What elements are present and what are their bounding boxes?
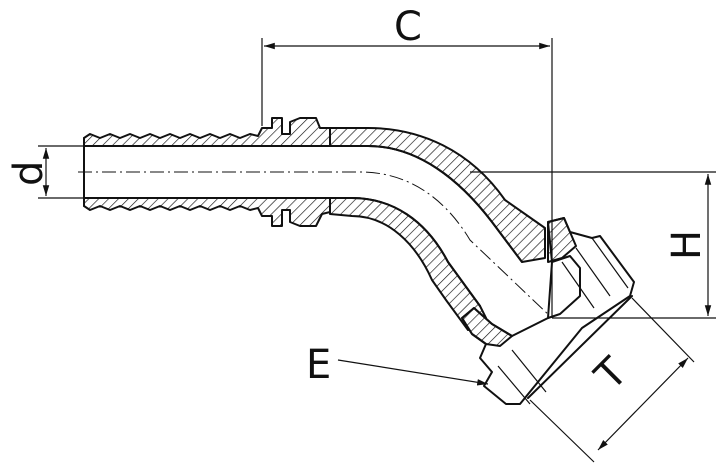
dimension-h: H bbox=[470, 171, 716, 319]
dim-d-label: d bbox=[6, 161, 52, 186]
callout-e-label: E bbox=[306, 342, 331, 388]
bore-centerline bbox=[78, 171, 553, 319]
dim-t-ext-top bbox=[631, 297, 695, 363]
nut-hatch-upper bbox=[547, 217, 577, 263]
dim-t-line bbox=[597, 357, 689, 451]
elbow-bore-lower bbox=[83, 197, 481, 307]
nut-face bbox=[527, 295, 633, 399]
swivel-nut bbox=[461, 217, 635, 405]
hose-tail bbox=[83, 117, 331, 227]
dim-c-label: C bbox=[394, 4, 422, 50]
nut-hatch-lower bbox=[461, 307, 513, 347]
dim-t-ext-bottom bbox=[529, 399, 595, 463]
dim-h-label: H bbox=[664, 230, 710, 260]
dim-t-label: T bbox=[586, 349, 637, 400]
dimension-c: C bbox=[261, 4, 553, 318]
elbow-bore-upper bbox=[83, 145, 523, 263]
elbow-inner-wall bbox=[329, 197, 487, 331]
elbow-body bbox=[78, 127, 553, 331]
callout-e: E bbox=[306, 342, 489, 388]
elbow-outer-wall bbox=[329, 127, 546, 263]
nut-hex-flats bbox=[497, 237, 629, 405]
hose-tail-upper-wall bbox=[83, 117, 331, 147]
dimension-d: d bbox=[6, 145, 84, 199]
hose-tail-lower-wall bbox=[83, 197, 331, 227]
callout-e-leader bbox=[337, 359, 489, 386]
nut-inner-seat bbox=[547, 255, 581, 319]
